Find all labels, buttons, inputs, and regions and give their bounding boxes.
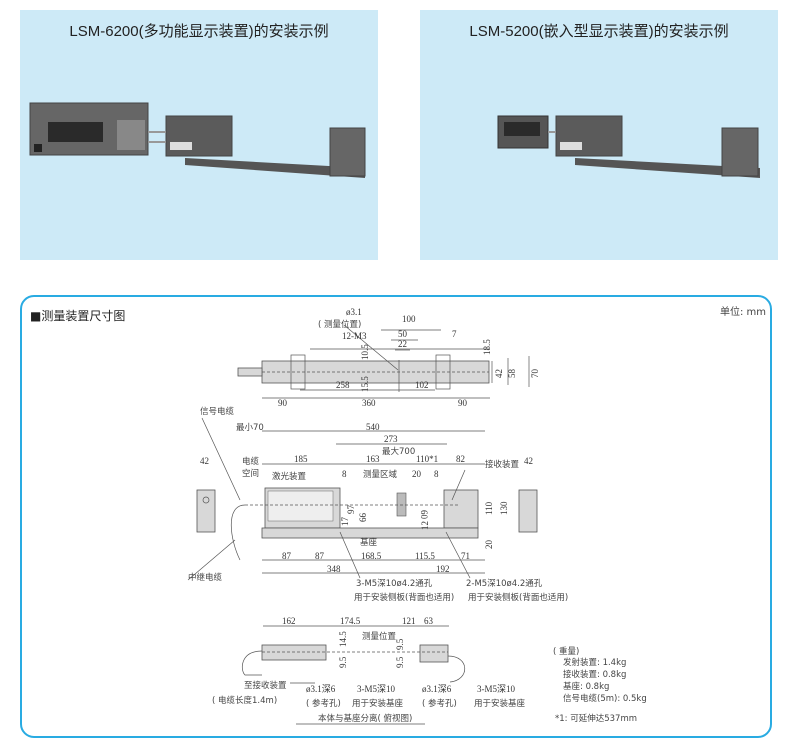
dim-130: 130 [499, 501, 509, 515]
dim-360: 360 [362, 398, 376, 408]
dim-9-5-a: 9.5 [338, 656, 348, 668]
dim-348: 348 [327, 564, 341, 574]
ref-hole-1-note: ( 参考孔) [306, 698, 341, 709]
m5-1-note: 用于安装基座 [352, 698, 404, 709]
weight-item: 基座: 0.8kg [563, 681, 609, 692]
relay-cable-label: 中继电缆 [188, 572, 223, 583]
dim-162: 162 [282, 616, 296, 626]
weight-item: 接收装置: 0.8kg [563, 669, 626, 680]
dim-18-5: 18.5 [482, 339, 492, 355]
bottom-view-caption: 本体与基座分离( 俯视图) [318, 713, 412, 724]
dim-9-5-b: 9.5 [395, 638, 405, 650]
dim-12: 12 [420, 521, 430, 530]
weights-list: ( 重量) 发射装置: 1.4kg 接收装置: 0.8kg 基座: 0.8kg … [553, 646, 647, 724]
dim-63: 63 [424, 616, 434, 626]
dim-42-right: 42 [524, 456, 533, 466]
ref-hole-1: ø3.1深6 [306, 684, 336, 694]
phi-label: ø3.1 [346, 307, 362, 317]
signal-cable-label: 信号电缆 [200, 406, 235, 417]
dim-71: 71 [461, 551, 470, 561]
dim-273: 273 [384, 434, 398, 444]
meas-pos-label: ( 测量位置) [318, 319, 361, 330]
dim-102: 102 [415, 380, 429, 390]
dim-258: 258 [336, 380, 350, 390]
hole2-label: 2-M5深10ø4.2通孔 [466, 578, 543, 589]
m5-1: 3-M5深10 [357, 684, 395, 694]
dim-115-5: 115.5 [415, 551, 435, 561]
dim-50: 50 [398, 329, 408, 339]
dim-87-b: 87 [315, 551, 325, 561]
dim-17: 17 [340, 517, 350, 527]
m5-2-note: 用于安装基座 [474, 698, 526, 709]
cable-space-label-2: 空间 [242, 468, 259, 479]
extension-note: *1: 可延伸达537mm [555, 713, 637, 724]
dim-60: 60 [419, 510, 429, 520]
dim-22: 22 [398, 339, 407, 349]
lsm6200-device-image [29, 102, 366, 178]
base-label: 基座 [360, 537, 378, 548]
dim-87-a: 87 [282, 551, 292, 561]
dim-42-left: 42 [200, 456, 209, 466]
weight-item: 发射装置: 1.4kg [563, 657, 626, 668]
dim-90-right: 90 [458, 398, 468, 408]
dim-9-5-c: 9.5 [395, 656, 405, 668]
dim-192: 192 [436, 564, 450, 574]
dim-15-5: 15.5 [360, 376, 370, 392]
m3-label: 12-M3 [342, 331, 367, 341]
dim-8-left: 8 [342, 469, 347, 479]
dim-20: 20 [412, 469, 422, 479]
dim-97: 97 [346, 505, 356, 515]
max700-label: 最大700 [382, 446, 415, 457]
cable-space-label-1: 电缆 [242, 456, 260, 467]
dim-110: 110 [484, 501, 494, 515]
ref-hole-2: ø3.1深6 [422, 684, 452, 694]
laser-label: 激光装置 [272, 471, 307, 482]
section-title: ■测量装置尺寸图 [30, 309, 125, 323]
dim-540: 540 [366, 422, 380, 432]
dim-7: 7 [452, 329, 457, 339]
dim-8-right: 8 [434, 469, 439, 479]
dim-185: 185 [294, 454, 308, 464]
panel-title: LSM-5200(嵌入型显示装置)的安装示例 [469, 23, 729, 40]
meas-pos-bottom-label: 测量位置 [362, 631, 397, 642]
dim-58: 58 [507, 369, 517, 379]
meas-area-label: 测量区域 [363, 469, 398, 480]
dim-14-5: 14.5 [338, 631, 348, 647]
hole3-label: 3-M5深10ø4.2通孔 [356, 578, 433, 589]
dim-90-left: 90 [278, 398, 288, 408]
dim-70: 70 [530, 369, 540, 379]
dim-42: 42 [494, 369, 504, 378]
weight-item: 信号电缆(5m): 0.5kg [563, 693, 647, 704]
dim-121: 121 [402, 616, 416, 626]
dim-174-5: 174.5 [340, 616, 361, 626]
min70-label: 最小70 [236, 422, 264, 433]
to-receiver-label: 至接收装置 [244, 680, 287, 691]
bottom-view: 162 174.5 121 63 测量位置 14.5 9.5 9.5 9.5 至… [212, 616, 526, 725]
dim-100: 100 [402, 314, 416, 324]
cable-length-label: ( 电缆长度1.4m) [212, 695, 277, 706]
dimension-drawing-box [20, 295, 772, 738]
dim-110-note: 110*1 [416, 454, 438, 464]
lsm5200-device-image [497, 115, 760, 178]
dim-163: 163 [366, 454, 380, 464]
side-view: 信号电缆 最小70 电缆 空间 540 273 最大700 185 163 11… [187, 406, 568, 603]
weights-title: ( 重量) [553, 646, 579, 657]
dim-82: 82 [456, 454, 465, 464]
dim-66: 66 [358, 513, 368, 523]
hole2-note: 用于安装侧板(背面也适用) [468, 592, 568, 603]
dim-20-vertical: 20 [484, 540, 494, 550]
top-view: ø3.1 ( 测量位置) 12-M3 100 50 22 7 10.5 15.5… [237, 307, 540, 408]
unit-label: 单位: mm [720, 305, 766, 318]
m5-2: 3-M5深10 [477, 684, 515, 694]
panel-title: LSM-6200(多功能显示装置)的安装示例 [69, 23, 329, 40]
dim-168-5: 168.5 [361, 551, 382, 561]
hole3-note: 用于安装侧板(背面也适用) [354, 592, 454, 603]
dim-10-5: 10.5 [360, 344, 370, 360]
receiver-label: 接收装置 [485, 459, 520, 470]
ref-hole-2-note: ( 参考孔) [422, 698, 457, 709]
